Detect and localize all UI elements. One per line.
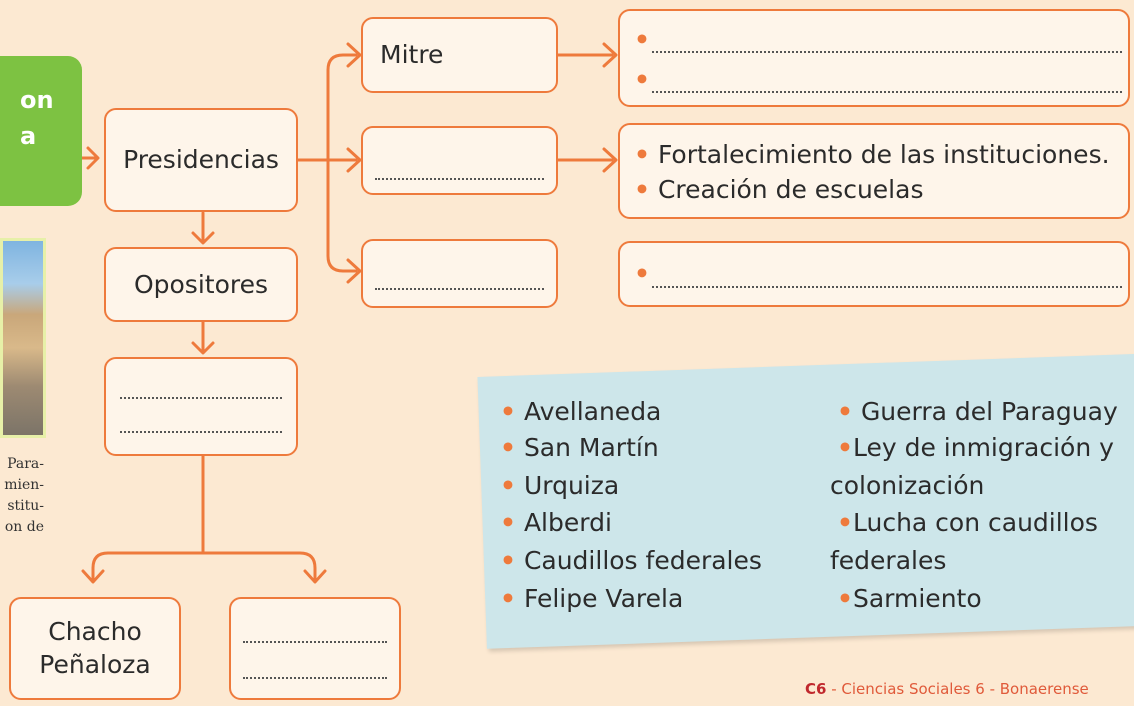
- opponent-blank-box[interactable]: [229, 597, 401, 700]
- word-bank-item: •Sarmiento: [837, 584, 982, 613]
- bullet: •: [634, 65, 650, 94]
- word-bank-item: •Ley de inmigración y: [837, 433, 1114, 462]
- photo-caption-line-1: Para-: [7, 456, 44, 472]
- photo-caption-line-2: mien-: [4, 477, 44, 493]
- mitre-label: Mitre: [380, 40, 444, 69]
- blank-line: [652, 51, 1122, 53]
- word-bank-item: • Urquiza: [500, 471, 620, 500]
- president-blank-box-2[interactable]: [361, 239, 558, 308]
- blank-line: [243, 641, 387, 643]
- bottom-result-box[interactable]: •: [618, 241, 1130, 307]
- bullet: •: [634, 175, 650, 204]
- footer-code: C6: [805, 680, 827, 698]
- chacho-label-line-2: Peñaloza: [39, 650, 151, 679]
- opositores-label: Opositores: [133, 270, 269, 299]
- bullet: •: [634, 140, 650, 169]
- blank-line: [375, 288, 544, 290]
- title-box: on a: [0, 56, 82, 206]
- president-blank-box-1[interactable]: [361, 126, 558, 195]
- opositores-box: Opositores: [104, 247, 298, 322]
- title-box-line-1: on: [20, 86, 54, 114]
- middle-result-box: • Fortalecimiento de las instituciones. …: [618, 123, 1130, 219]
- word-bank-item: • Alberdi: [500, 508, 612, 537]
- building-photo: [0, 238, 46, 438]
- page-footer: C6 - Ciencias Sociales 6 - Bonaerense: [805, 680, 1089, 698]
- result-item-1: Fortalecimiento de las instituciones.: [657, 140, 1110, 169]
- blank-line: [120, 397, 282, 399]
- word-bank-item: colonización: [830, 471, 985, 500]
- blank-line: [652, 91, 1122, 93]
- bullet: •: [634, 259, 650, 288]
- word-bank-item: •Lucha con caudillos: [837, 508, 1098, 537]
- blank-line: [243, 677, 387, 679]
- chacho-label-line-1: Chacho: [48, 617, 142, 646]
- blank-line: [120, 431, 282, 433]
- word-bank-item: • Felipe Varela: [500, 584, 684, 613]
- mitre-box: Mitre: [361, 17, 558, 93]
- blank-line: [375, 178, 544, 180]
- presidencias-label: Presidencias: [123, 145, 279, 174]
- title-box-line-2: a: [20, 122, 37, 150]
- bullet: •: [634, 25, 650, 54]
- word-bank-item: • Avellaneda: [500, 397, 662, 426]
- presidencias-box: Presidencias: [104, 108, 298, 212]
- result-item-2: Creación de escuelas: [657, 175, 924, 204]
- blank-line: [652, 286, 1122, 288]
- photo-caption-line-3: stitu-: [7, 498, 44, 514]
- mitre-result-box[interactable]: • •: [618, 9, 1130, 107]
- word-bank-item: federales: [830, 546, 947, 575]
- opponents-blank-box[interactable]: [104, 357, 298, 456]
- photo-caption-line-4: on de: [4, 519, 44, 535]
- word-bank-item: • San Martín: [500, 433, 659, 462]
- footer-text: - Ciencias Sociales 6 - Bonaerense: [826, 680, 1089, 698]
- word-bank-item: • Caudillos federales: [500, 546, 762, 575]
- chacho-penaloza-box: Chacho Peñaloza: [9, 597, 181, 700]
- word-bank-item: • Guerra del Paraguay: [837, 397, 1118, 426]
